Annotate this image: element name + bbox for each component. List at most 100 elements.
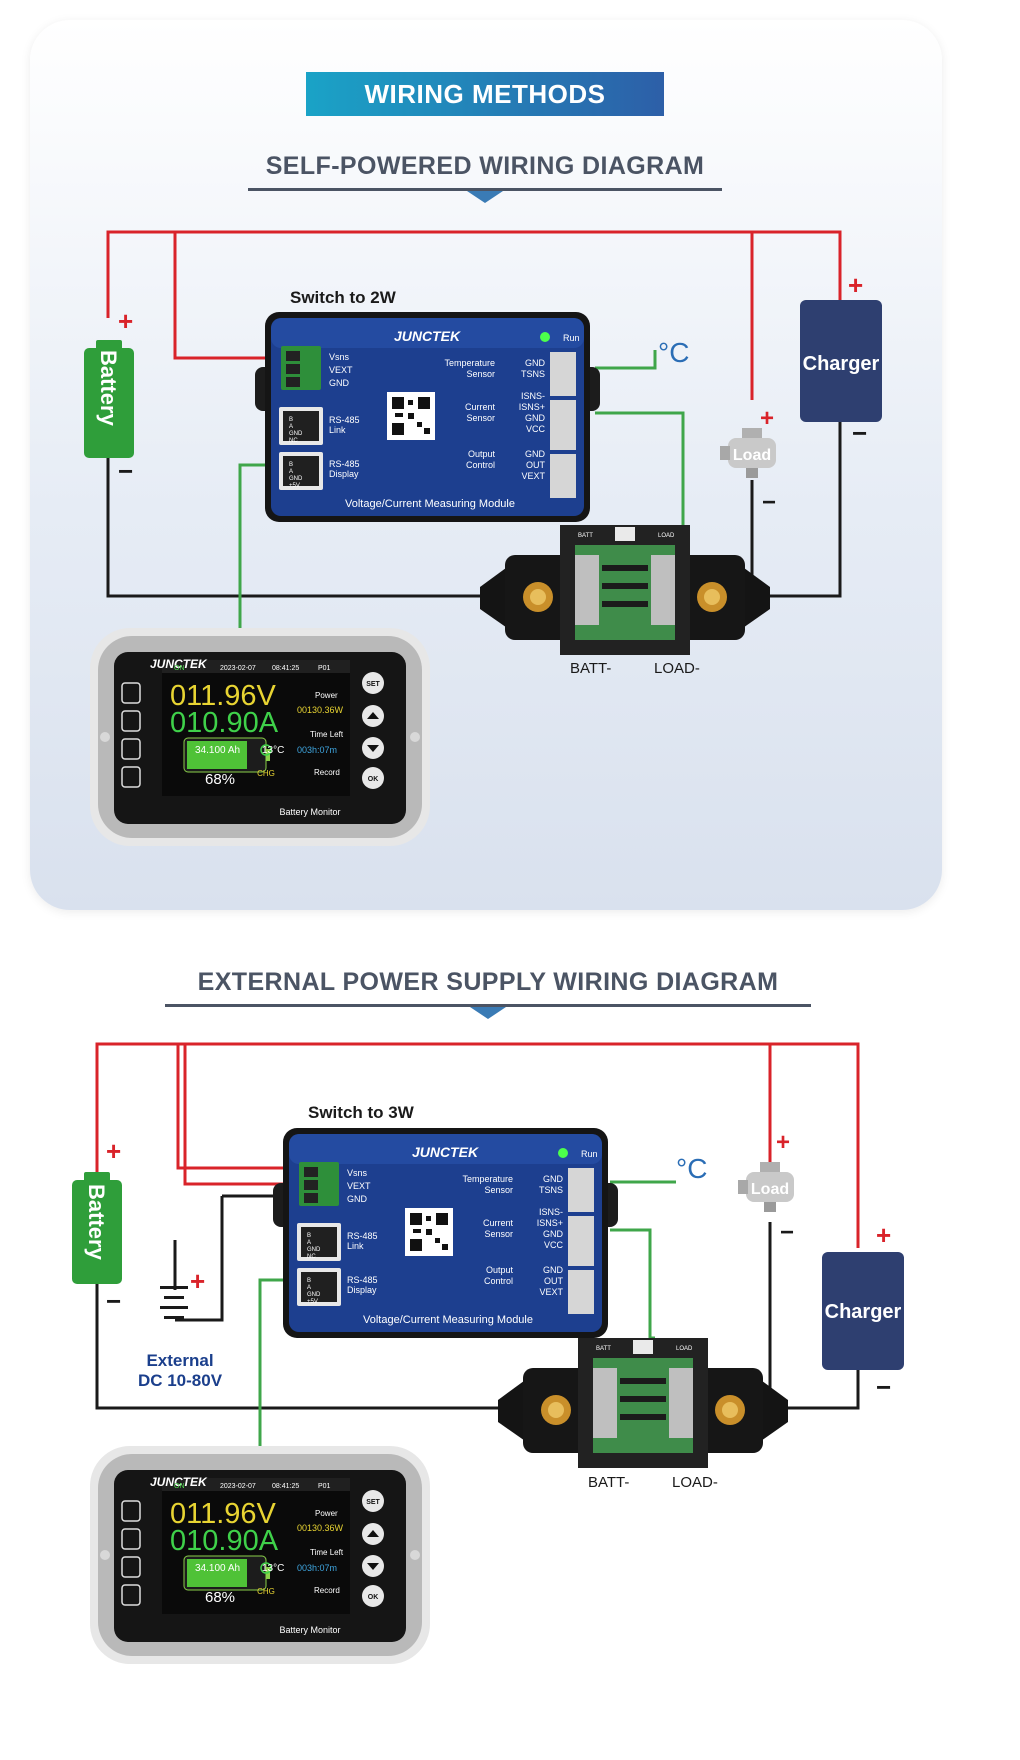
diagram-2-title-text: EXTERNAL POWER SUPPLY WIRING DIAGRAM — [197, 968, 779, 996]
battery-minus: − — [118, 456, 133, 486]
monitor-temperature: 13°C — [262, 745, 284, 756]
diagram-1-title: SELF-POWERED WIRING DIAGRAM — [248, 152, 722, 203]
switch-label: Switch to 2W — [290, 288, 397, 307]
link-port-a: A — [289, 424, 293, 430]
monitor-footer: Battery Monitor — [279, 807, 340, 817]
temp-group-1: Temperature — [444, 358, 495, 368]
battery-plus: + — [118, 306, 133, 336]
display-port-a-2: A — [307, 1285, 311, 1291]
output-group-1: Output — [468, 449, 496, 459]
current-group-1-2: Current — [483, 1218, 514, 1228]
display-port-a: A — [289, 469, 293, 475]
monitor-power-label: Power — [315, 691, 338, 700]
measuring-module-2: JUNCTEK Run Vsns VEXT GND B A GND NC RS-… — [273, 1128, 618, 1338]
link-label-2-2: Link — [347, 1241, 364, 1251]
monitor-soc: 68% — [205, 771, 235, 788]
load-2: Load — [738, 1162, 794, 1212]
module-footer-2: Voltage/Current Measuring Module — [363, 1314, 533, 1326]
link-port-a-2: A — [307, 1240, 311, 1246]
diagram-2-title-pointer — [470, 1007, 506, 1019]
current-pin-isns-minus-2: ISNS- — [539, 1207, 563, 1217]
switch-label-2: Switch to 3W — [308, 1103, 415, 1122]
module-footer: Voltage/Current Measuring Module — [345, 498, 515, 510]
display-port-gnd: GND — [289, 476, 303, 482]
display-label-2-2: Display — [347, 1285, 377, 1295]
monitor-page: P01 — [318, 665, 331, 672]
monitor-time-left-value-2: 003h:07m — [297, 1563, 337, 1573]
shunt: BATT LOAD — [480, 525, 770, 655]
display-port-gnd-2: GND — [307, 1292, 321, 1298]
link-label-1-2: RS-485 — [347, 1231, 378, 1241]
monitor-on-badge: ON — [174, 665, 185, 672]
link-port-b-2: B — [307, 1233, 311, 1239]
monitor-charge-2: CHG — [257, 1587, 275, 1596]
charger-plus-2: + — [876, 1220, 891, 1250]
pin-gnd: GND — [329, 378, 350, 388]
monitor-set-button-2: SET — [366, 1499, 380, 1506]
monitor-time-left-label: Time Left — [310, 730, 344, 739]
wiring-methods-banner: WIRING METHODS — [306, 72, 664, 116]
load-minus-2: − — [780, 1219, 794, 1246]
pin-vext: VEXT — [329, 365, 353, 375]
monitor-ok-button-2: OK — [368, 1594, 379, 1601]
diagram-1-title-pointer — [467, 191, 503, 203]
monitor-ok-button: OK — [368, 776, 379, 783]
output-pin-out: OUT — [526, 460, 546, 470]
display-label-1-2: RS-485 — [347, 1275, 378, 1285]
diagram-1-title-text: SELF-POWERED WIRING DIAGRAM — [265, 152, 705, 180]
display-label-1: RS-485 — [329, 459, 360, 469]
charger-label: Charger — [803, 353, 880, 375]
battery-label-2: Battery — [84, 1184, 109, 1261]
monitor-capacity: 34.100 Ah — [195, 745, 240, 756]
monitor-power-value-2: 00130.36W — [297, 1523, 344, 1533]
battery-monitor: JUNCTEK ON 2023-02-07 08:41:25 P01 011.9… — [89, 627, 431, 847]
monitor-soc-2: 68% — [205, 1589, 235, 1606]
battery-monitor-2: JUNCTEK ON 2023-02-07 08:41:25 P01 011.9… — [89, 1445, 431, 1665]
diagram-2-title-underline — [165, 1004, 811, 1007]
battery-2: Battery — [72, 1172, 122, 1284]
output-group-2-2: Control — [484, 1276, 513, 1286]
current-pin-isns-plus-2: ISNS+ — [537, 1218, 563, 1228]
temp-group-2: Sensor — [466, 369, 495, 379]
module-brand-2: JUNCTEK — [412, 1144, 479, 1160]
temp-pin-gnd-2: GND — [543, 1174, 564, 1184]
current-group-1: Current — [465, 402, 496, 412]
output-group-1-2: Output — [486, 1265, 514, 1275]
charger-2: Charger — [822, 1252, 904, 1370]
battery: Battery — [84, 340, 134, 458]
current-group-2: Sensor — [466, 413, 495, 423]
temperature-symbol-2: °C — [676, 1153, 707, 1184]
monitor-temperature-2: 13°C — [262, 1563, 284, 1574]
charger-minus-2: − — [876, 1372, 891, 1402]
link-label-2: Link — [329, 425, 346, 435]
module-brand: JUNCTEK — [394, 328, 461, 344]
monitor-date-2: 2023-02-07 — [220, 1483, 256, 1490]
diagram-1-title-underline — [248, 188, 722, 191]
batt-minus-label: BATT- — [570, 660, 611, 677]
current-group-2-2: Sensor — [484, 1229, 513, 1239]
output-pin-out-2: OUT — [544, 1276, 564, 1286]
monitor-current: 010.90A — [170, 707, 279, 739]
link-port-gnd: GND — [289, 431, 303, 437]
external-plus: + — [190, 1266, 205, 1296]
shunt-right-label: LOAD — [658, 533, 675, 539]
temperature-symbol: °C — [658, 337, 689, 368]
temp-group-2-2: Sensor — [484, 1185, 513, 1195]
link-label-1: RS-485 — [329, 415, 360, 425]
monitor-on-badge-2: ON — [174, 1483, 185, 1490]
output-pin-vext-2: VEXT — [539, 1287, 563, 1297]
pin-vext-2: VEXT — [347, 1181, 371, 1191]
pin-vsns-2: Vsns — [347, 1168, 368, 1178]
current-pin-isns-plus: ISNS+ — [519, 402, 545, 412]
display-port-b: B — [289, 462, 293, 468]
current-pin-vcc-2: VCC — [544, 1240, 564, 1250]
monitor-record-label: Record — [314, 768, 340, 777]
monitor-time-left-value: 003h:07m — [297, 745, 337, 755]
monitor-set-button: SET — [366, 681, 380, 688]
monitor-brand: JUNCTEK — [150, 657, 208, 671]
external-dc-source — [160, 1286, 188, 1319]
output-pin-gnd: GND — [525, 449, 546, 459]
link-port-nc: NC — [289, 438, 298, 444]
current-pin-vcc: VCC — [526, 424, 546, 434]
link-port-gnd-2: GND — [307, 1247, 321, 1253]
